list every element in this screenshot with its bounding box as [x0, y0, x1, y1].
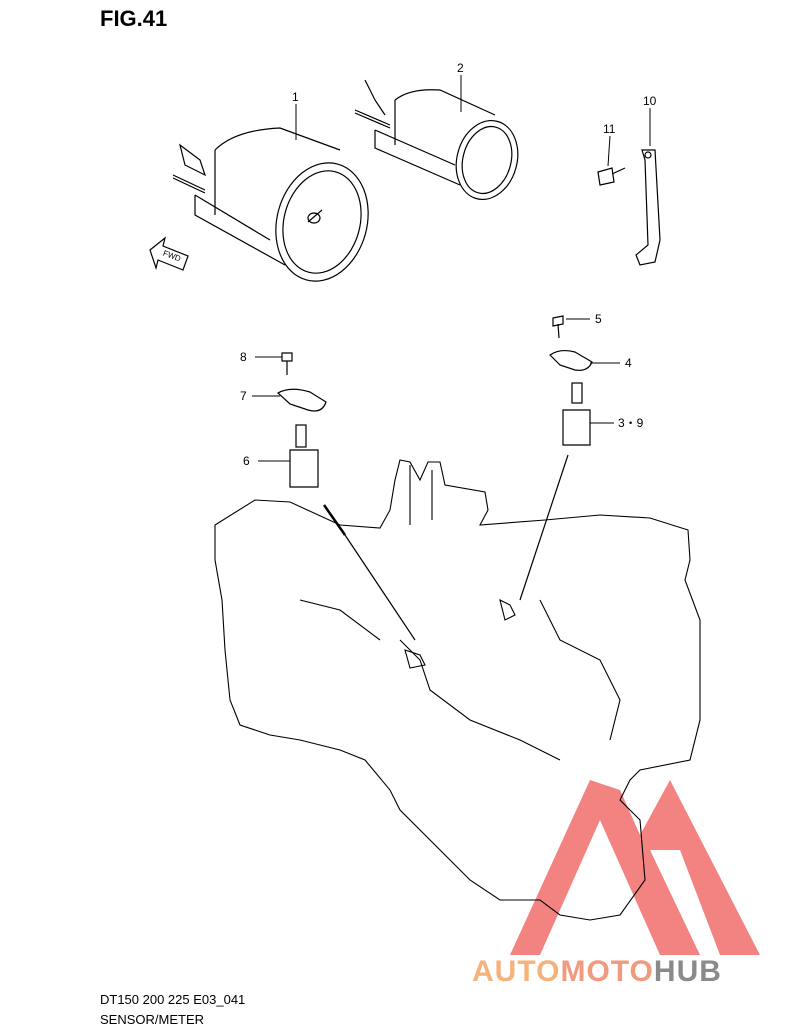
footer-diagram-name: SENSOR/METER — [100, 1012, 205, 1027]
callout-6: 6 — [243, 454, 250, 468]
small-gauge — [354, 79, 519, 201]
callout-10: 10 — [643, 94, 657, 108]
callout-2: 2 — [457, 61, 464, 75]
left-sensor-assembly — [276, 352, 416, 641]
callout-1: 1 — [292, 90, 299, 104]
callout-4: 4 — [625, 356, 632, 370]
right-sensor-assembly — [519, 315, 593, 601]
callout-3-9: 3・9 — [618, 416, 644, 430]
brand-part-auto: AUTO — [472, 955, 561, 988]
callout-7: 7 — [240, 389, 247, 403]
watermark-logo — [510, 780, 760, 955]
large-gauge — [172, 127, 369, 282]
bracket — [635, 149, 661, 266]
callout-8: 8 — [240, 350, 247, 364]
engine-outline — [214, 459, 701, 921]
callout-5: 5 — [595, 312, 602, 326]
leader-lines — [252, 75, 651, 462]
brand-part-hub: HUB — [653, 955, 722, 988]
brand-part-moto: MOTO — [560, 955, 654, 988]
fwd-arrow-icon: FWD — [149, 236, 189, 271]
watermark-brand: AUTOMOTOHUB — [472, 955, 722, 989]
figure-title: FIG.41 — [100, 6, 168, 31]
bolt — [597, 167, 626, 186]
footer-diagram-code: DT150 200 225 E03_041 — [100, 992, 246, 1007]
callout-11: 11 — [603, 122, 616, 136]
